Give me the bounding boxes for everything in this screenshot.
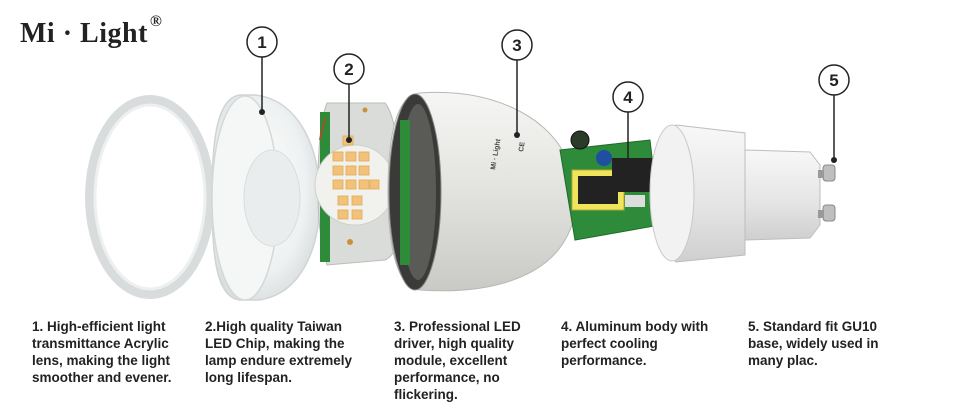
caption-led-chip: 2.High quality Taiwan LED Chip, making t… — [205, 319, 353, 385]
callout-2-number: 2 — [344, 60, 353, 79]
callout-3-number: 3 — [512, 36, 521, 55]
ce-mark: CE — [518, 141, 527, 152]
callout-5-number: 5 — [829, 71, 838, 90]
gu10-base — [649, 124, 836, 263]
callout-4-number: 4 — [623, 88, 633, 107]
callout-2: 2 — [333, 53, 365, 143]
acrylic-lens — [211, 94, 321, 301]
lens-ring — [85, 95, 215, 299]
brand-logo: Mi · Light® — [20, 12, 163, 49]
callout-1-number: 1 — [257, 33, 266, 52]
caption-led-driver: 3. Professional LED driver, high quality… — [394, 319, 521, 402]
caption-aluminum-body: 4. Aluminum body with perfect cooling pe… — [561, 319, 709, 368]
caption-acrylic-lens: 1. High-efficient light transmittance Ac… — [32, 319, 172, 385]
driver-module — [559, 130, 661, 241]
callout-1: 1 — [246, 26, 278, 115]
led-chips — [332, 135, 380, 220]
callout-5: 5 — [818, 64, 850, 163]
callout-3: 3 — [501, 29, 533, 138]
aluminum-body: Mi · Light CE — [387, 91, 577, 292]
led-board — [314, 102, 418, 266]
callout-4: 4 — [612, 81, 644, 171]
caption-gu10-base: 5. Standard fit GU10 base, widely used i… — [748, 319, 879, 368]
